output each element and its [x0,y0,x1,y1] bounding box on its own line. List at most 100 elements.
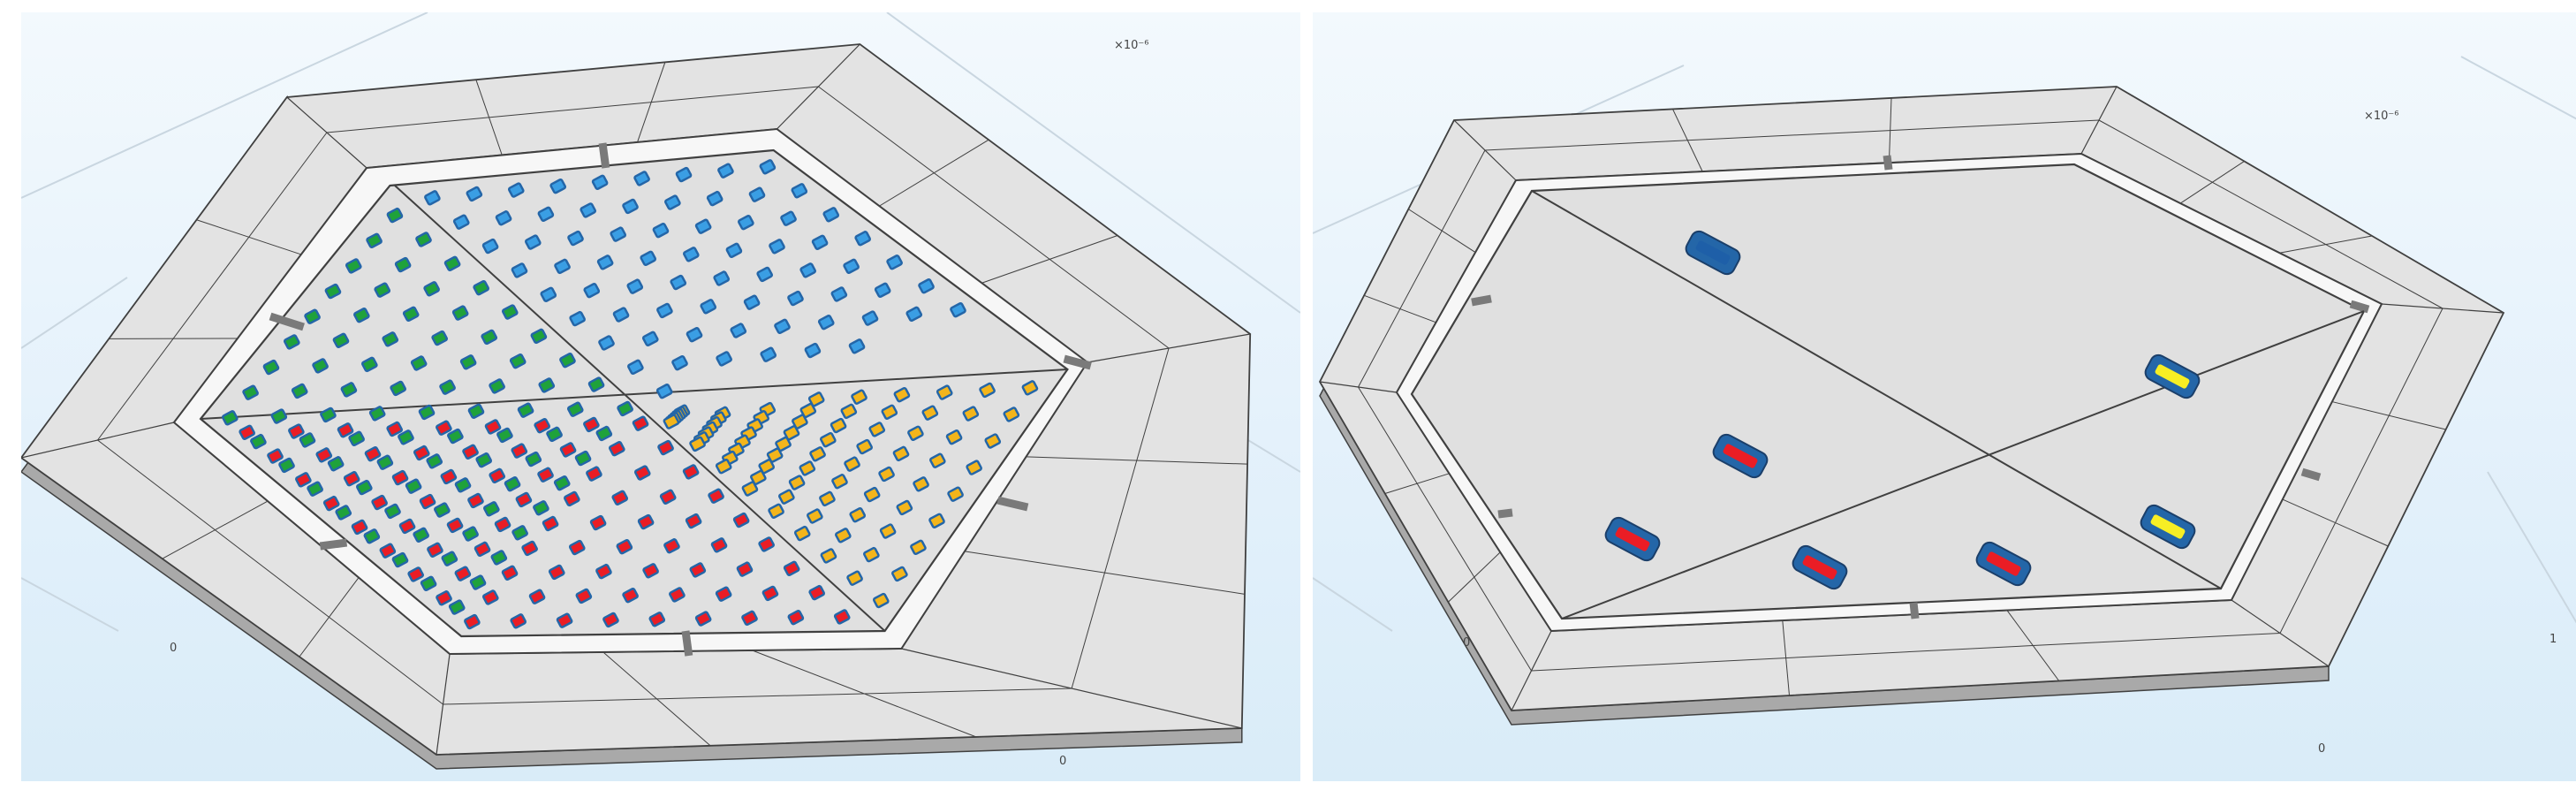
electrode [1685,230,1741,276]
electrode [2140,504,2196,550]
pad-right [783,425,800,441]
pad-bottom [315,447,333,463]
pad-bottom [413,445,430,461]
pad-left [595,425,613,442]
pad-right [846,570,863,586]
plate-division-line [200,369,1068,420]
pad-right [663,414,680,429]
pad-right [928,513,945,528]
origin-label: 0 [170,642,178,655]
pad-left [617,400,633,417]
pad-bottom [657,439,674,456]
frame-segment-line [162,500,269,559]
pad-top [854,231,872,247]
frame-ring-line [1071,347,1170,689]
pad-bottom [440,468,458,485]
pad-top [511,262,528,278]
pad-bottom [583,416,600,433]
pad-right [966,460,982,475]
pad-left [587,376,605,392]
pad-left [426,453,443,469]
pad-left [250,433,267,450]
frame-ring-line [97,132,328,441]
floor-line [21,577,119,632]
pad-top [787,290,804,307]
pad-top [738,215,754,231]
pad-right [921,405,939,421]
pad-right [936,384,953,400]
pad-left [459,354,477,370]
pad-right [741,481,759,497]
pad-left [413,527,429,543]
pad-bottom [510,613,527,629]
pad-left [348,430,365,447]
plate-division-line [1531,190,2222,589]
pad-right [830,417,847,434]
pad-right [819,490,836,507]
pad-top [799,262,816,278]
pad-bottom [595,563,612,580]
pad-bottom [715,586,732,602]
pad-bottom [337,422,354,438]
pad-left [361,356,378,373]
pad-right [907,425,924,441]
frame-segment-line [981,235,1118,284]
electrode-core [1615,527,1650,551]
frame-ring-line [818,86,1170,349]
frame-segment-line [2282,498,2389,547]
pad-right [893,386,911,403]
frame-corner-line [901,648,1242,729]
pad-top [848,338,866,354]
left-3d-view [21,12,1300,770]
pad-top [905,306,923,323]
pad-top [822,207,840,223]
pad-left [386,207,404,224]
tether-beam [319,538,348,551]
pad-bottom [616,538,633,555]
pad-right [793,525,811,542]
pad-bottom [556,612,573,628]
pad-top [537,206,555,223]
electrode [1792,544,1848,590]
pad-top [567,230,584,247]
pad-left [304,308,321,324]
pad-right [910,539,927,556]
pad-top [874,282,891,299]
frame-ring-line [443,688,1072,705]
pad-right [775,436,792,452]
pad-bottom [548,564,565,581]
floor-line [1313,577,1393,632]
pad-bottom [351,519,368,536]
electrode-core [1986,551,2021,576]
pad-top [804,342,822,359]
pad-top [452,214,470,230]
pad-bottom [521,540,538,557]
pad-top [622,198,639,215]
frame-segment-line [879,139,989,207]
pad-right [766,447,784,463]
pad-bottom [379,543,397,559]
frame-segment-line [2006,610,2060,681]
pad-left [312,358,329,374]
pad-bottom [642,563,659,579]
pad-left [525,451,542,467]
pad-left [384,503,401,520]
pad-left [546,426,563,443]
pad-top [769,239,785,255]
frame-segment-line [2331,401,2446,430]
pad-right [820,548,837,564]
pad-top [811,234,829,250]
pad-top [780,210,797,226]
right-view-panel: ×10⁻⁶ 0 0 1 [1313,12,2576,781]
pad-bottom [494,516,511,533]
pad-top [549,178,567,194]
pad-right [872,592,890,609]
pad-top [610,226,627,242]
pad-bottom [542,515,559,532]
pad-left [374,282,391,298]
pad-right [856,438,873,455]
pad-left [278,457,295,474]
pad-left [447,428,464,445]
pad-left [439,379,456,395]
pad-bottom [787,609,805,626]
